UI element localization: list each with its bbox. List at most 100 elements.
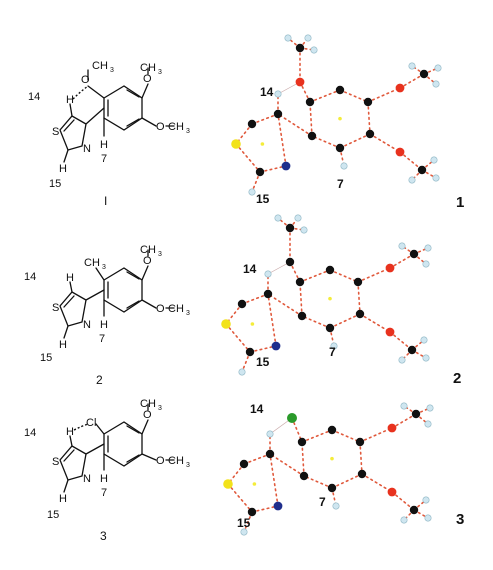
- hydrogen-atom: [422, 260, 430, 268]
- hydrogen-label: H: [100, 139, 108, 151]
- bond: [249, 345, 277, 353]
- hydrogen-atom: [294, 214, 302, 222]
- oxygen-label: O: [156, 303, 165, 315]
- position-7-label: 7: [101, 153, 107, 165]
- ring-centroid: [250, 322, 255, 326]
- chlorine-label: Cl: [86, 417, 96, 429]
- oxygen-label: O: [143, 73, 152, 85]
- carbon-atom: [365, 129, 375, 139]
- bond: [251, 505, 279, 513]
- position-15-label: 15: [256, 355, 270, 369]
- molecule-model-3: [223, 402, 434, 536]
- hydrogen-atom: [330, 342, 338, 350]
- position-15-label: 15: [47, 509, 59, 521]
- hydrogen-atom: [266, 430, 274, 438]
- carbon-atom: [295, 277, 305, 287]
- carbon-atom: [409, 249, 419, 259]
- hydrogen-atom: [422, 496, 430, 504]
- bond: [303, 475, 333, 489]
- bond: [267, 293, 303, 317]
- hydrogen-atom: [264, 270, 272, 278]
- bond: [291, 417, 303, 443]
- methyl-label: CH: [92, 60, 108, 72]
- methyl-subscript: 3: [158, 405, 162, 412]
- hydrogen-atom: [238, 368, 246, 376]
- position-14-label: 14: [260, 85, 274, 99]
- bond: [301, 441, 305, 477]
- methyl-label: CH: [168, 303, 184, 315]
- oxygen-atom: [385, 327, 395, 337]
- bond: [269, 453, 305, 477]
- bond: [251, 113, 279, 125]
- bond: [357, 281, 361, 315]
- position-7-label: 7: [329, 345, 336, 359]
- bond: [289, 261, 301, 283]
- bond: [399, 151, 423, 171]
- bond: [241, 293, 269, 305]
- carbon-atom: [363, 97, 373, 107]
- compound-numeral-left: 3: [100, 529, 107, 543]
- hydrogen-label: H: [59, 163, 67, 175]
- position-15-label: 15: [237, 516, 251, 530]
- bond: [277, 113, 287, 167]
- bond: [227, 483, 253, 513]
- hydrogen-atom: [340, 162, 348, 170]
- bond: [329, 269, 359, 283]
- bond: [359, 313, 391, 333]
- hydrogen-atom: [332, 502, 340, 510]
- carbon-atom: [419, 69, 429, 79]
- hydrogen-atom: [284, 34, 292, 42]
- carbon-atom: [327, 425, 337, 435]
- hydrogen-label: H: [100, 473, 108, 485]
- hydrogen-atom: [408, 62, 416, 70]
- nitrogen-atom: [281, 161, 291, 171]
- nitrogen-label: N: [83, 143, 91, 155]
- bond: [367, 101, 371, 135]
- methyl-label: CH: [140, 62, 156, 74]
- ring-centroid: [338, 116, 342, 121]
- oxygen-label: O: [156, 121, 165, 133]
- hydrogen-atom: [426, 404, 434, 412]
- methyl-subscript: 3: [186, 462, 190, 469]
- sulfur-atom: [231, 139, 241, 149]
- oxygen-label: O: [81, 74, 90, 86]
- carbon-atom: [247, 507, 257, 517]
- hydrogen-atom: [422, 354, 430, 362]
- methyl-subscript: 3: [158, 251, 162, 258]
- position-14-label: 14: [250, 402, 264, 416]
- bond: [299, 269, 331, 283]
- compound-numeral-left: 2: [96, 373, 103, 387]
- hydrogen-label: H: [66, 426, 74, 438]
- hydrogen-atom: [434, 64, 442, 72]
- bond: [251, 171, 261, 193]
- bond: [389, 253, 415, 269]
- position-7-label: 7: [99, 333, 105, 345]
- carbon-atom: [297, 311, 307, 321]
- position-15-label: 15: [256, 192, 270, 206]
- hydrogen-label: H: [66, 94, 74, 106]
- bond: [309, 89, 341, 103]
- bond: [339, 133, 371, 149]
- position-14-label: 14: [24, 427, 36, 439]
- position-7-label: 7: [319, 495, 326, 509]
- carbon-atom: [355, 309, 365, 319]
- bond: [331, 429, 361, 443]
- oxygen-atom: [395, 147, 405, 157]
- methyl-label: CH: [140, 398, 156, 410]
- carbon-atom: [263, 289, 273, 299]
- hydrogen-atom: [424, 514, 432, 522]
- position-7-label: 7: [101, 487, 107, 499]
- methyl-subscript: 3: [186, 128, 190, 135]
- position-14-label: 14: [24, 271, 36, 283]
- bond: [243, 511, 253, 533]
- ring-centroid: [330, 456, 334, 461]
- bond: [299, 281, 303, 317]
- carbon-atom: [335, 143, 345, 153]
- hydrogen-atom: [300, 226, 308, 234]
- position-15-label: 15: [49, 178, 61, 190]
- carbon-atom: [297, 437, 307, 447]
- carbon-atom: [299, 471, 309, 481]
- bond: [299, 81, 311, 103]
- bond: [267, 293, 277, 347]
